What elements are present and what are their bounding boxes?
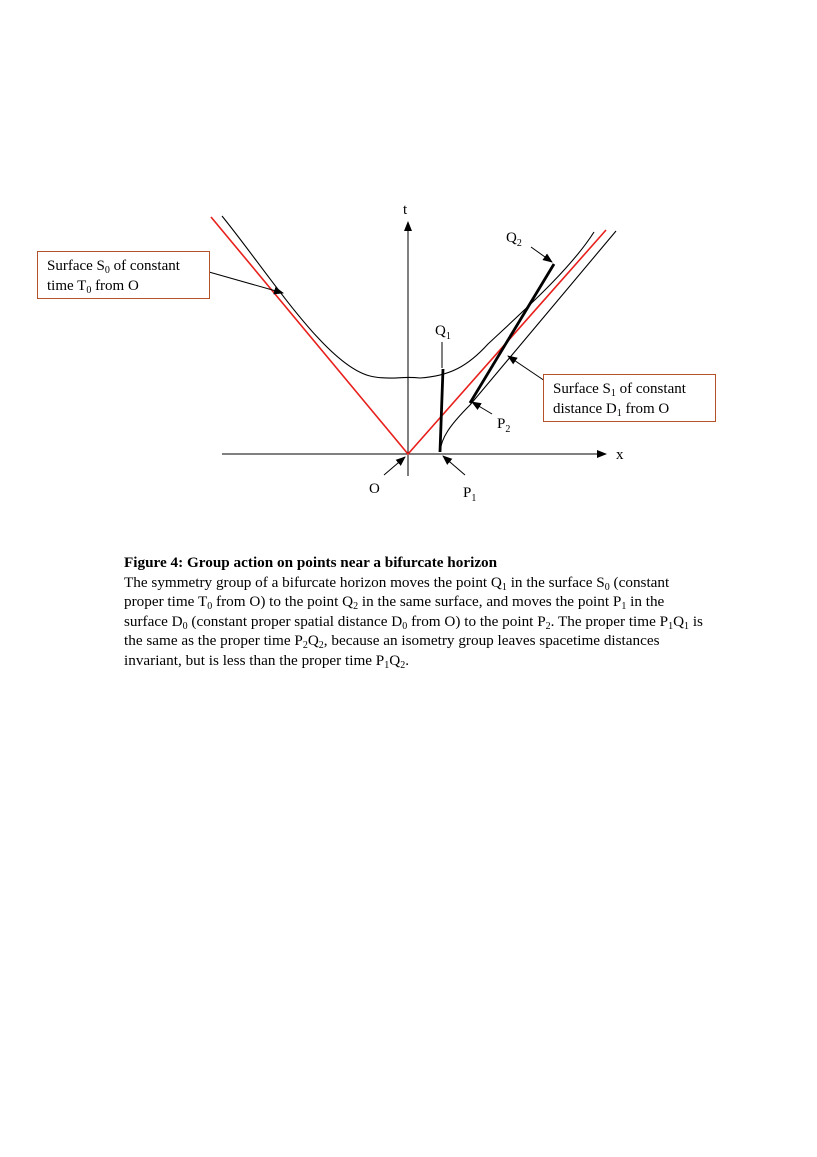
caption-text: Q (389, 651, 401, 669)
caption-text: . (405, 651, 410, 669)
caption-subscript: 2 (353, 601, 359, 613)
caption-subscript: 1 (384, 659, 390, 671)
caption-subscript: 2 (318, 640, 324, 652)
pointer-s0 (208, 271, 284, 295)
caption-text: is the same as the proper time P (124, 612, 703, 650)
caption-text: in the surface D (124, 593, 665, 630)
spacetime-diagram: t x O P1 P2 Q1 Q2 (208, 202, 624, 504)
caption-text: , because an isometry group leaves space… (124, 632, 660, 669)
caption-subscript: 2 (545, 620, 551, 632)
callout-s0-line2: time T0 from O (47, 278, 139, 296)
x-axis-label: x (616, 447, 624, 463)
caption-text: from O) to the point Q (212, 593, 354, 611)
caption-subscript: 2 (400, 659, 406, 671)
segment-p2-q2 (468, 263, 556, 404)
caption-title: Figure 4: Group action on points near a … (124, 554, 498, 571)
horizon-line (210, 216, 607, 456)
label-q1: Q1 (435, 323, 451, 342)
callout-surface-s1: Surface S1 of constant distance D1 from … (543, 374, 716, 422)
label-p1: P1 (463, 485, 476, 504)
pointer-s1 (507, 355, 546, 382)
pointer-p2 (471, 401, 493, 415)
caption-text: (constant proper time T (124, 573, 670, 611)
pointer-q2 (530, 246, 553, 263)
pointer-o (383, 456, 406, 476)
caption-subscript: 2 (302, 640, 308, 652)
caption-text: in the same surface, and moves the point… (358, 593, 622, 611)
caption-text: (constant proper spatial distance D (187, 612, 403, 630)
caption-text: from O) to the point P (407, 612, 546, 630)
caption-subscript: 1 (684, 620, 690, 632)
caption-text: Q (673, 612, 685, 630)
label-o: O (369, 481, 380, 497)
t-axis-label: t (403, 202, 408, 218)
figure-caption: Figure 4: Group action on points near a … (124, 553, 704, 671)
caption-subscript: 1 (501, 581, 507, 593)
pointer-p1 (442, 455, 466, 476)
caption-text: Q (307, 632, 319, 650)
caption-subscript: 1 (621, 601, 627, 613)
caption-subscript: 1 (668, 620, 674, 632)
caption-text: in the surface S (506, 573, 605, 591)
caption-subscript: 0 (604, 581, 610, 593)
callout-surface-s0: Surface S0 of constant time T0 from O (37, 251, 210, 299)
caption-text: . The proper time P (550, 612, 669, 630)
caption-subscript: 0 (207, 601, 213, 613)
segment-p1-q1 (438, 368, 445, 453)
label-q2: Q2 (506, 230, 522, 249)
label-p2: P2 (497, 416, 510, 435)
caption-body: The symmetry group of a bifurcate horizo… (124, 573, 703, 671)
callout-s1-line1: Surface S1 of constant (553, 381, 686, 399)
caption-subscript: 0 (402, 620, 408, 632)
callout-s0-line1: Surface S0 of constant (47, 258, 180, 276)
caption-subscript: 0 (182, 620, 188, 632)
callout-s1-line2: distance D1 from O (553, 401, 670, 419)
caption-text: The symmetry group of a bifurcate horizo… (124, 573, 502, 591)
